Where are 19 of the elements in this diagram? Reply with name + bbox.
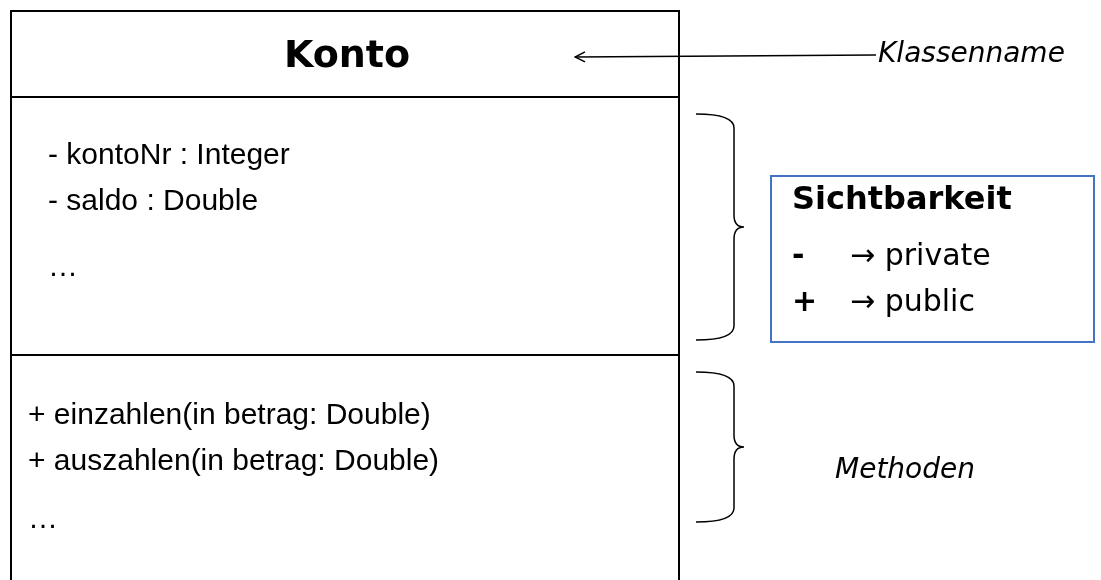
ellipsis-text: … [48,248,78,284]
attribute-text: - kontoNr : Integer [48,136,290,172]
legend-text: → public [850,283,975,319]
method-text: + auszahlen(in betrag: Double) [28,442,440,478]
legend-heading: Sichtbarkeit [792,179,1012,218]
ellipsis-text: … [28,500,58,536]
attribute-compartment [10,96,680,356]
compartment-header [10,10,680,98]
symbol-text: - [792,237,805,273]
method-text: + einzahlen(in betrag: Double) [28,396,431,432]
arrow [574,51,877,63]
legend-text: → private [850,237,991,273]
annotation-text: Methoden [835,452,975,486]
annotation-text: Klassenname [878,36,1065,70]
class-name: Konto [282,32,412,78]
symbol-text: + [792,283,818,319]
attribute-text: - saldo : Double [48,182,259,218]
legend-box [770,175,1095,343]
method-compartment [10,354,680,580]
